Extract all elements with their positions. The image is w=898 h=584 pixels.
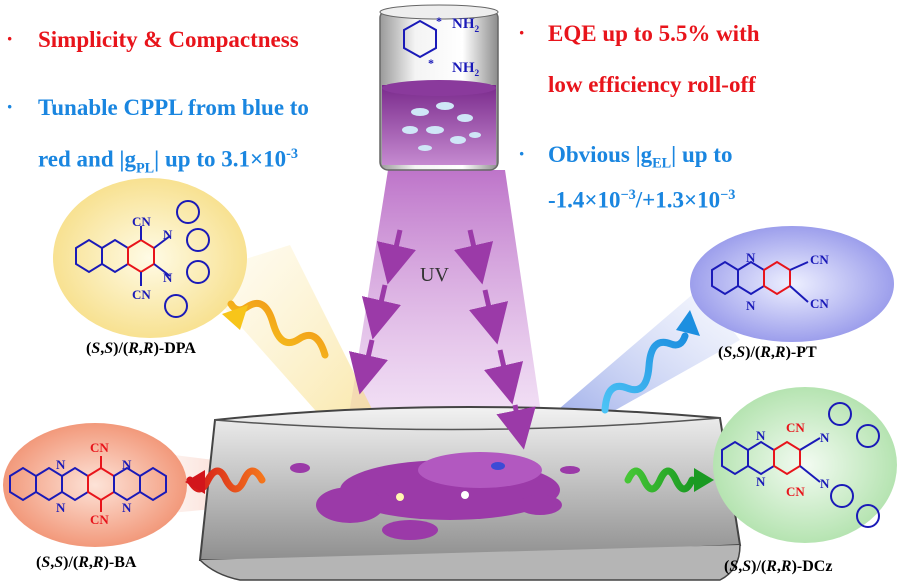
point-gpl: red and |gPL| up to 3.1×10-3 [38, 146, 298, 177]
ba-n-1: N [56, 457, 66, 472]
ba-cn-top: CN [90, 440, 109, 455]
dcz-n-bottom: N [756, 474, 766, 489]
point-simplicity: Simplicity & Compactness [38, 27, 299, 52]
vial-nh2-top: NH2 [452, 16, 480, 35]
dcz-n-cz1: N [820, 430, 830, 445]
pt-cn-top: CN [810, 252, 829, 267]
pt-n-bottom: N [746, 298, 756, 313]
dpa-halo [53, 178, 247, 338]
vial [379, 4, 499, 171]
dpa-wave-arrow [222, 305, 248, 330]
ba-cn-bottom: CN [90, 512, 109, 527]
vial-star-bottom: * [428, 56, 434, 70]
dcz-n-cz2: N [820, 476, 830, 491]
ba-wave-arrow [185, 470, 205, 494]
ba-n-4: N [122, 500, 132, 515]
dcz-cn-bottom: CN [786, 484, 805, 499]
dpa-n-top: N [163, 227, 173, 242]
label-pt: (S,S)/(R,R)-PT [718, 344, 817, 361]
bullet-right-1: · [518, 20, 526, 45]
ba-structure [9, 456, 167, 512]
dcz-n-top: N [756, 428, 766, 443]
dpa-cn-bottom: CN [132, 287, 151, 302]
point-tunable-cppl: Tunable CPPL from blue to [38, 95, 309, 120]
point-gel: Obvious |gEL| up to [548, 142, 733, 172]
point-eqe: EQE up to 5.5% with [548, 21, 760, 46]
label-dcz: (S,S)/(R,R)-DCz [724, 558, 833, 575]
uv-label: UV [420, 264, 449, 286]
dcz-structure [721, 402, 880, 528]
pt-cn-bottom: CN [810, 296, 829, 311]
vial-nh2-bottom: NH2 [452, 60, 480, 79]
bullet-left-1: · [6, 26, 14, 51]
pt-wave-arrow [676, 310, 700, 336]
dcz-halo [713, 387, 897, 543]
ba-n-2: N [56, 500, 66, 515]
point-gel-values: -1.4×10−3/+1.3×10−3 [548, 187, 736, 213]
pt-n-top: N [746, 250, 756, 265]
label-dpa: (S,S)/(R,R)-DPA [86, 340, 196, 357]
uv-beam [345, 170, 545, 440]
pt-structure [711, 260, 809, 303]
dpa-cn-top: CN [132, 214, 151, 229]
uv-arrows [348, 229, 536, 450]
ba-n-3: N [122, 457, 132, 472]
point-rolloff: low efficiency roll-off [548, 72, 756, 97]
dpa-n-bottom: N [163, 270, 173, 285]
label-ba: (S,S)/(R,R)-BA [36, 554, 137, 571]
bullet-left-2: · [6, 94, 14, 119]
bullet-right-2: · [518, 141, 526, 166]
pt-halo [690, 226, 894, 342]
ba-halo [3, 423, 187, 547]
vial-star-top: * [436, 14, 442, 28]
emitter-film [290, 452, 580, 540]
dpa-structure [75, 200, 210, 318]
pt-wave [601, 332, 689, 414]
dcz-wave-arrow [694, 468, 714, 492]
dcz-cn-top: CN [786, 420, 805, 435]
dcz-wave [624, 467, 696, 493]
